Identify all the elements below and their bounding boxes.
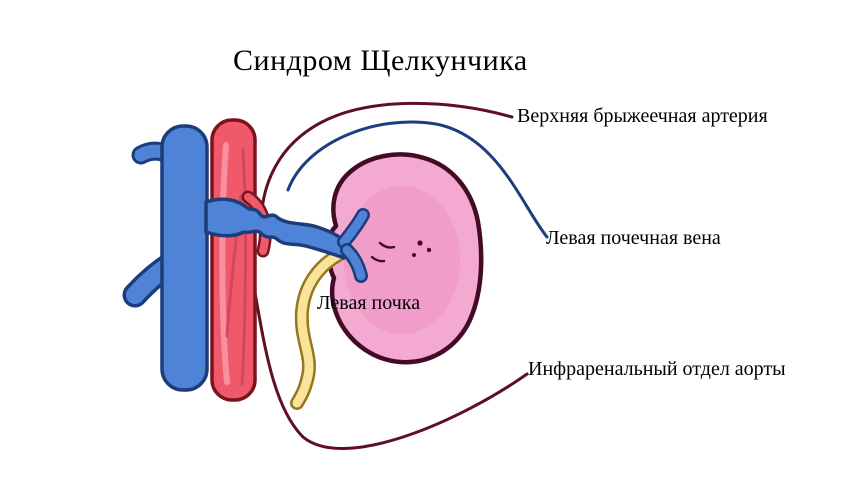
aorta-highlight xyxy=(219,142,230,385)
kidney-blush xyxy=(344,186,460,334)
ivc-trunk xyxy=(160,124,209,392)
left-kidney xyxy=(326,152,484,365)
renal-vein-branch-down-fill xyxy=(342,245,366,281)
renal-vein-branch-up-fill xyxy=(339,210,368,247)
renal-vein-leader-line xyxy=(286,120,549,239)
left-renal-vein xyxy=(204,197,370,283)
diagram-title: Синдром Щелкунчика xyxy=(233,44,528,77)
renal-vein-body xyxy=(204,197,350,260)
ureter xyxy=(290,247,347,410)
kidney-mark xyxy=(370,255,386,263)
label-superior-mesenteric-artery: Верхняя брыжеечная артерия xyxy=(517,105,768,127)
ureter-fill xyxy=(292,249,345,408)
kidney-dot xyxy=(417,240,423,246)
label-left-kidney: Левая почка xyxy=(317,292,421,314)
label-infrarenal-aorta: Инфраренальный отдел аорты xyxy=(528,358,786,380)
label-left-renal-vein: Левая почечная вена xyxy=(546,227,721,249)
kidney-dot xyxy=(412,253,416,257)
aorta-shading xyxy=(240,148,248,386)
aorta xyxy=(210,118,257,402)
sma-leader-line xyxy=(259,101,514,238)
kidney-mark xyxy=(378,241,396,249)
inferior-vena-cava xyxy=(122,124,209,392)
leader-lines xyxy=(247,101,549,450)
kidney-dot xyxy=(426,247,432,253)
infrarenal-aorta-leader-line xyxy=(247,260,529,450)
